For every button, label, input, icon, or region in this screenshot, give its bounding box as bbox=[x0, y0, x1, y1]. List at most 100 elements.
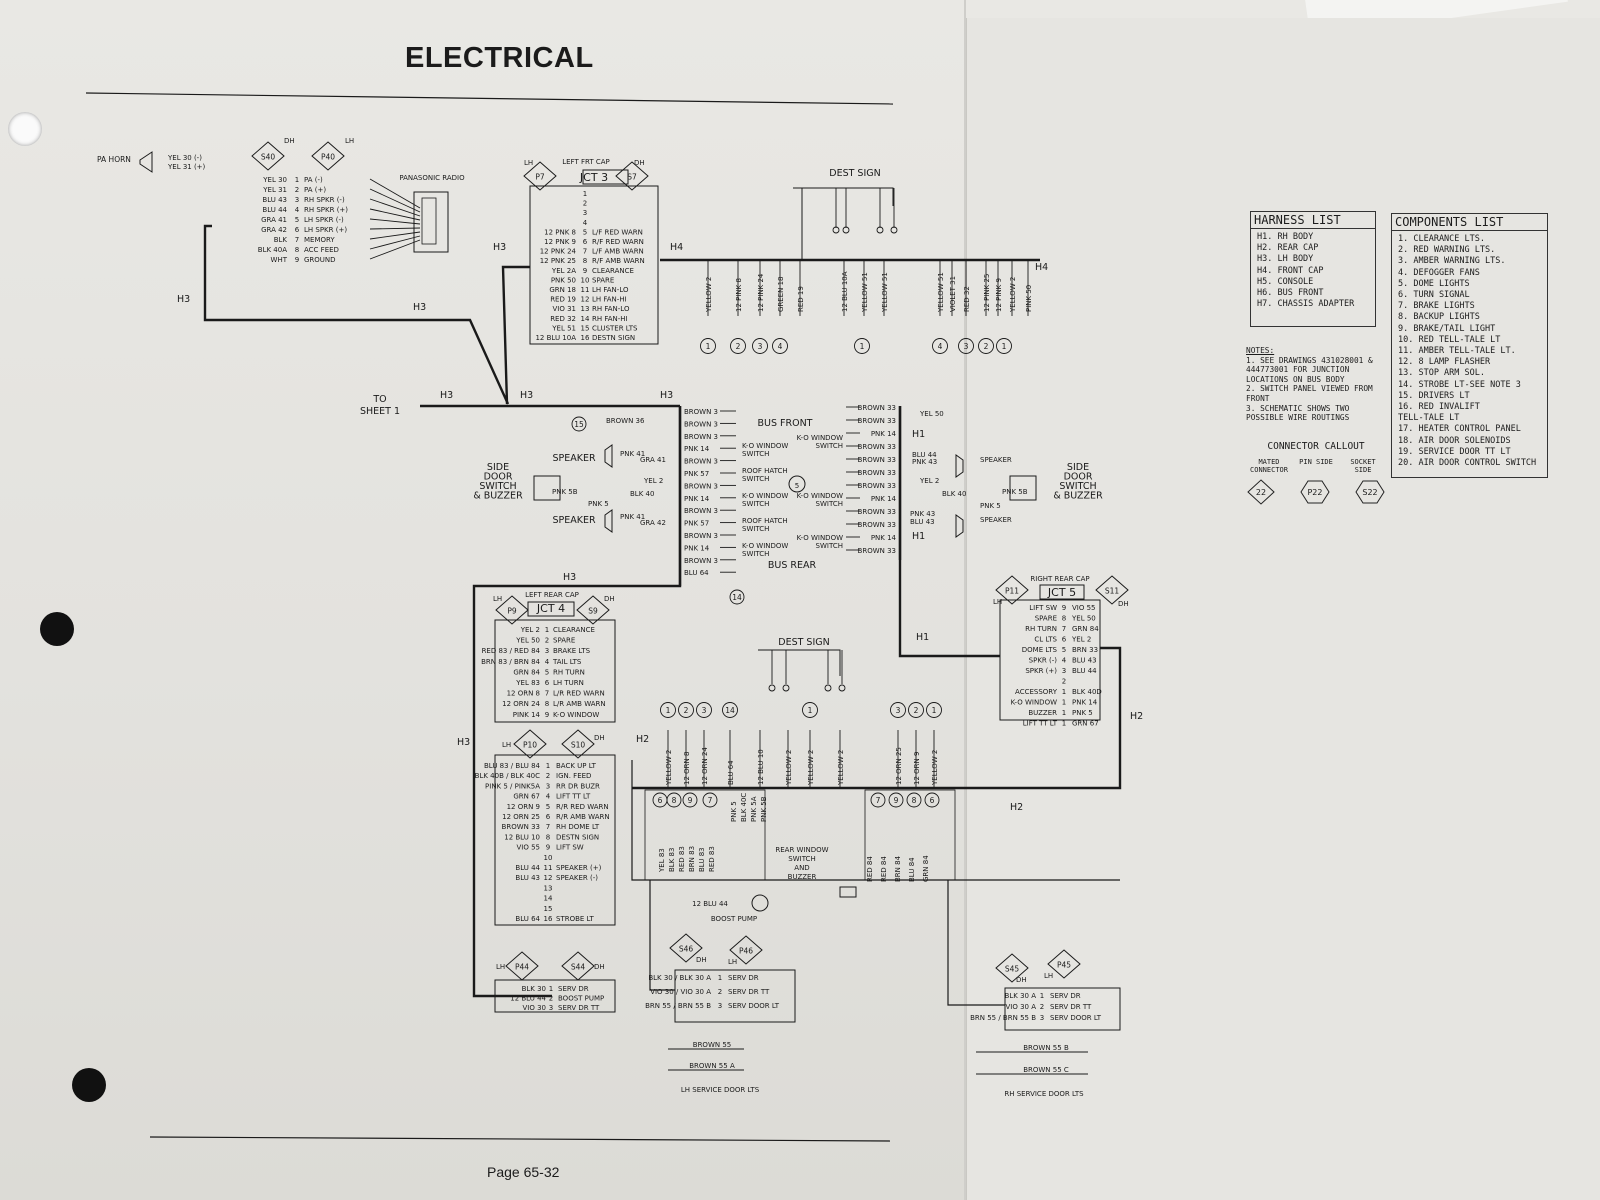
harness-list-item: H6. BUS FRONT bbox=[1257, 288, 1324, 299]
jct3-pin-wire: RED 19 bbox=[550, 296, 576, 304]
rh-service-door-caption: RH SERVICE DOOR LTS bbox=[1004, 1090, 1084, 1098]
rh-service-lamp-label: BROWN 55 C bbox=[1023, 1066, 1069, 1074]
side-label: LH bbox=[524, 159, 533, 167]
jct3-pin-wire: RED 32 bbox=[550, 315, 576, 323]
switch-panel-wire-label: PNK 5B bbox=[1002, 488, 1028, 496]
p10-pin-number: 9 bbox=[546, 844, 550, 852]
radio-wire bbox=[369, 178, 421, 209]
rear-lamp-callout bbox=[666, 792, 682, 808]
connector-p40 bbox=[311, 141, 345, 171]
p10-pin-function: LIFT TT LT bbox=[556, 793, 591, 801]
rear-window-label: BUZZER bbox=[788, 873, 817, 881]
jct5-pin-wire: GRN 67 bbox=[1072, 720, 1099, 728]
p45-pin-wire: BRN 55 / BRN 55 B bbox=[970, 1014, 1036, 1022]
rear-lamp-callout bbox=[682, 792, 698, 808]
front-cap-component-callout-label: 4 bbox=[778, 342, 783, 351]
p45-pin-function: SERV DOOR LT bbox=[1050, 1014, 1102, 1022]
rear-lamp-bus bbox=[631, 788, 1120, 881]
jct4-pin-function: LH TURN bbox=[553, 679, 584, 687]
radio-pin-number: 9 bbox=[295, 256, 299, 264]
side-label: DH bbox=[634, 159, 645, 167]
rear-cap-component-callout bbox=[660, 702, 676, 718]
switch-label-right: K-O WINDOW bbox=[797, 534, 843, 542]
switch-panel-wire-label: YEL 50 bbox=[919, 410, 944, 418]
jct5-pin-function: LIFT TT LT bbox=[1023, 720, 1058, 728]
switch-panel-right-wire: BROWN 33 bbox=[858, 404, 896, 412]
harness-label-h3: H3 bbox=[660, 390, 673, 401]
radio-wire bbox=[369, 208, 421, 221]
jct4-pin-number: 5 bbox=[545, 668, 549, 676]
components-list-item: 6. TURN SIGNAL bbox=[1398, 290, 1470, 301]
rear-lamp-wire: RED 84 bbox=[880, 856, 888, 882]
p10-pin-number: 14 bbox=[544, 895, 553, 903]
front-cap-component-callout bbox=[854, 338, 870, 354]
p10-pin-wire: GRN 67 bbox=[513, 793, 540, 801]
svg-text:P22: P22 bbox=[1307, 488, 1322, 497]
p45-block bbox=[1004, 987, 1121, 1031]
jct5-pin-function: CL LTS bbox=[1034, 636, 1057, 644]
dome-light-icon bbox=[788, 475, 806, 493]
boost-pump-wire: 12 BLU 44 bbox=[692, 900, 728, 908]
harness-label-h1: H1 bbox=[912, 531, 925, 542]
p44-pin-number: 3 bbox=[549, 1004, 553, 1012]
front-cap-component-callout bbox=[958, 338, 974, 354]
jct3-pin-number: 3 bbox=[583, 209, 587, 217]
jct3-pin-wire: 12 PNK 24 bbox=[540, 248, 577, 256]
rear-lamp-wire: PNK 5A bbox=[750, 796, 758, 822]
switch-panel-left-wire: PNK 14 bbox=[684, 495, 710, 503]
p10-pin-number: 10 bbox=[544, 854, 553, 862]
jct3-header: LEFT FRT CAP bbox=[562, 158, 610, 166]
rear-lamp-group-left bbox=[644, 789, 766, 881]
switch-panel-right-wire: BROWN 33 bbox=[858, 547, 896, 555]
rear-lamp-wire: BRN 84 bbox=[894, 855, 902, 882]
p10-pin-number: 3 bbox=[546, 782, 550, 790]
p10-pin-function: RR DR BUZR bbox=[556, 782, 600, 790]
jct3-pin-wire: YEL 51 bbox=[551, 324, 576, 332]
connector-s46-label: S46 bbox=[679, 945, 694, 954]
notes-heading: NOTES: bbox=[1246, 346, 1275, 355]
p46-block bbox=[674, 969, 796, 1023]
jct5-pin-function: SPKR (-) bbox=[1029, 657, 1058, 665]
switch-label-right: SWITCH bbox=[816, 500, 843, 508]
connector-p7 bbox=[523, 161, 557, 191]
connector-p11 bbox=[995, 575, 1029, 605]
right-paper-sheet bbox=[966, 18, 1600, 1200]
front-cap-wire-label: 12 PINK 9 bbox=[995, 278, 1003, 312]
rear-lamp-wire: BLU 83 bbox=[698, 847, 706, 872]
dest-sign-lamp-icon bbox=[824, 684, 832, 692]
to-sheet-label: TO bbox=[372, 394, 386, 405]
connector-p46-label: P46 bbox=[739, 947, 753, 956]
front-cap-component-callout bbox=[730, 338, 746, 354]
components-list-item: 2. RED WARNING LTS. bbox=[1398, 245, 1496, 256]
switch-label-left: SWITCH bbox=[742, 450, 769, 458]
jct5-pin-function: K-O WINDOW bbox=[1011, 699, 1057, 707]
front-cap-component-callout-label: 2 bbox=[736, 342, 741, 351]
rear-cap-wire-label: YELLOW 2 bbox=[807, 750, 815, 786]
switch-panel-left-wire: BROWN 3 bbox=[684, 482, 718, 490]
rear-lamp-wire: BLK 83 bbox=[668, 848, 676, 872]
p10-block bbox=[494, 754, 616, 926]
p10-pin-wire: BLU 83 / BLU 84 bbox=[484, 762, 541, 770]
p10-pin-function: SPEAKER (-) bbox=[556, 874, 598, 882]
note-line: 3. SCHEMATIC SHOWS TWO bbox=[1246, 403, 1350, 413]
jct5-pin-number: 6 bbox=[1062, 636, 1067, 644]
side-door-left-label: DOOR bbox=[484, 472, 513, 483]
callout-title: CONNECTOR CALLOUT bbox=[1267, 441, 1365, 452]
connector-s11 bbox=[1095, 575, 1129, 605]
p10-pin-wire: 12 BLU 10 bbox=[504, 833, 540, 841]
components-list-item: 16. RED INVALIFT bbox=[1398, 402, 1480, 413]
rear-lamp-wire: PNK 5B bbox=[760, 796, 768, 822]
switch-panel-left-wire: BROWN 3 bbox=[684, 532, 718, 540]
p44-pin-wire: BLK 30 bbox=[522, 985, 546, 993]
rear-lamp-wire: BLU 84 bbox=[908, 857, 916, 882]
jct5-pin-number: 1 bbox=[1062, 688, 1066, 696]
radio-pin-function: ACC FEED bbox=[304, 246, 339, 254]
p10-pin-number: 2 bbox=[546, 772, 550, 780]
jct3-pin-wire: 12 PNK 8 bbox=[544, 228, 576, 236]
harness-label-h4: H4 bbox=[1035, 262, 1048, 273]
rear-lamp-wire: GRN 84 bbox=[922, 855, 930, 882]
radio-pin-number: 7 bbox=[295, 236, 299, 244]
p45-pin-wire: VIO 30 A bbox=[1005, 1003, 1036, 1011]
rear-cap-component-callout-label: 14 bbox=[725, 706, 735, 715]
jct5-pin-function: BUZZER bbox=[1028, 709, 1057, 717]
